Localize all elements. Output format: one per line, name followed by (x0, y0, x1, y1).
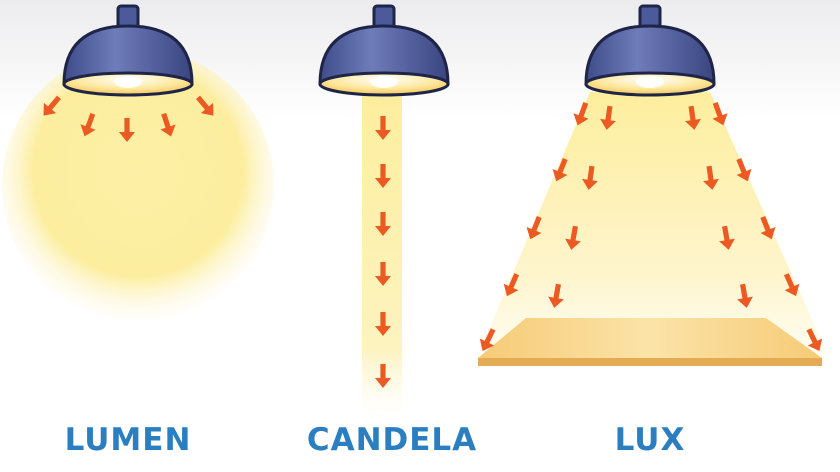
lux-lamp-icon (584, 4, 716, 97)
lumen-label: LUMEN (64, 422, 192, 458)
candela-diagram (318, 4, 450, 414)
lux-surface-edge (478, 358, 822, 366)
candela-beam (362, 92, 402, 414)
lux-beam (478, 92, 828, 355)
lumen-diagram (2, 4, 274, 321)
lumen-lamp-icon (62, 4, 194, 97)
candela-label: CANDELA (306, 422, 478, 458)
lux-label: LUX (614, 422, 686, 458)
candela-lamp-icon (318, 4, 450, 97)
lux-surface (478, 318, 822, 358)
lux-diagram (475, 4, 828, 366)
lumen-glow (2, 49, 274, 321)
